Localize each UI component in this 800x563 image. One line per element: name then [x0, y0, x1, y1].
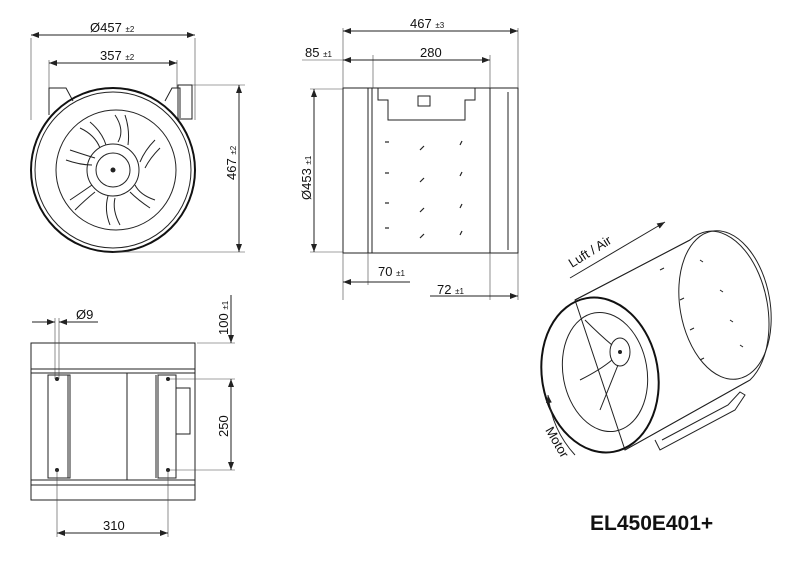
svg-text:Ø457 ±2: Ø457 ±2 [90, 20, 135, 35]
dim-bracket-width: 357 [100, 48, 122, 63]
rotation-arrow [545, 394, 576, 456]
motor-hub [86, 143, 140, 197]
iso-bracket [654, 391, 746, 451]
svg-text:357 ±2: 357 ±2 [100, 48, 135, 63]
dim-hole-spacing-x: 310 [103, 518, 125, 533]
dim-inlet-length: 85 [305, 45, 319, 60]
dim-hole-spacing-y: 250 [216, 415, 231, 437]
dim-bracket-length: 280 [420, 45, 442, 60]
dim-hole-diameter: Ø9 [76, 307, 93, 322]
svg-text:70 ±1: 70 ±1 [378, 264, 405, 279]
terminal-box-bottom [175, 387, 191, 435]
terminal-box [177, 84, 193, 120]
airflow-arrow [569, 221, 666, 279]
outlet-ellipse [678, 230, 772, 380]
rotation-label: Motor [542, 424, 572, 461]
mount-holes [55, 377, 170, 472]
model-number: EL450E401+ [590, 512, 713, 535]
iso-hub [609, 337, 631, 367]
impeller-ring [55, 109, 177, 231]
dim-front-height: 467 [224, 158, 239, 180]
dim-bottom-offset: 70 [378, 264, 392, 279]
bottom-view: Ø9 100 ±1 250 310 [30, 295, 235, 537]
front-view: Ø457 ±2 357 ±2 467 ±2 [30, 20, 245, 253]
mount-bracket-left [48, 87, 74, 115]
dim-outlet-length: 72 [437, 282, 451, 297]
foot-right [157, 374, 177, 479]
dim-front-diameter: Ø457 [90, 20, 122, 35]
airflow-label: Luft / Air [566, 232, 615, 270]
foot-left [47, 374, 71, 479]
louver-marks [385, 140, 463, 239]
svg-text:467 ±2: 467 ±2 [224, 145, 239, 180]
dim-duct-diameter: Ø453 [299, 168, 314, 200]
inlet-ring [540, 296, 660, 454]
iso-blades-icon [579, 319, 619, 411]
side-bracket [377, 88, 476, 121]
svg-text:85 ±1: 85 ±1 [305, 45, 332, 60]
svg-text:467 ±3: 467 ±3 [410, 16, 445, 31]
bottom-body [30, 342, 196, 501]
dim-edge-offset: 100 [216, 313, 231, 335]
svg-text:100 ±1: 100 ±1 [216, 300, 231, 335]
impeller-blades-icon [65, 114, 161, 226]
side-view: 467 ±3 85 ±1 280 Ø453 ±1 70 ±1 72 ±1 [299, 16, 519, 300]
svg-text:Ø453 ±1: Ø453 ±1 [299, 155, 314, 200]
isometric-view: Luft / Air Motor [540, 221, 772, 461]
iso-louver-marks [659, 259, 744, 361]
mount-bracket-right [164, 87, 181, 118]
dim-total-length: 467 [410, 16, 432, 31]
svg-text:72 ±1: 72 ±1 [437, 282, 464, 297]
duct-body [342, 87, 519, 254]
